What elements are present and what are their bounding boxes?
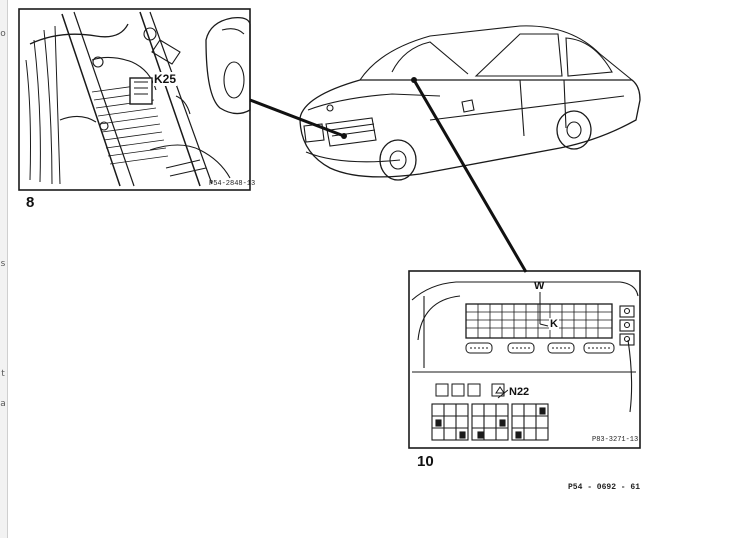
callout-k: K	[549, 318, 559, 330]
car-illustration	[299, 25, 641, 181]
leader-lines	[249, 79, 528, 273]
strip-glyph: t	[1, 369, 5, 379]
figure-8-number: 8	[26, 194, 35, 211]
figure-8-code: P54-2848-13	[209, 180, 256, 188]
callout-k25: K25	[153, 72, 178, 86]
callout-n22: N22	[508, 386, 531, 398]
callout-w: W	[534, 280, 545, 292]
leader-dot-dashboard	[411, 77, 417, 83]
left-edge-strip: o s t a	[0, 0, 8, 538]
strip-glyph: s	[0, 259, 6, 269]
figure-code: P54 - 0692 - 61	[568, 483, 641, 492]
strip-glyph: a	[0, 399, 6, 409]
panel-10-dashboard	[408, 270, 641, 449]
strip-glyph: o	[0, 29, 6, 39]
figure-10-code: P83-3271-13	[592, 436, 639, 444]
figure-10-number: 10	[417, 453, 434, 470]
leader-dot-engine	[341, 133, 347, 139]
panel-8-engine-compartment	[18, 8, 251, 191]
